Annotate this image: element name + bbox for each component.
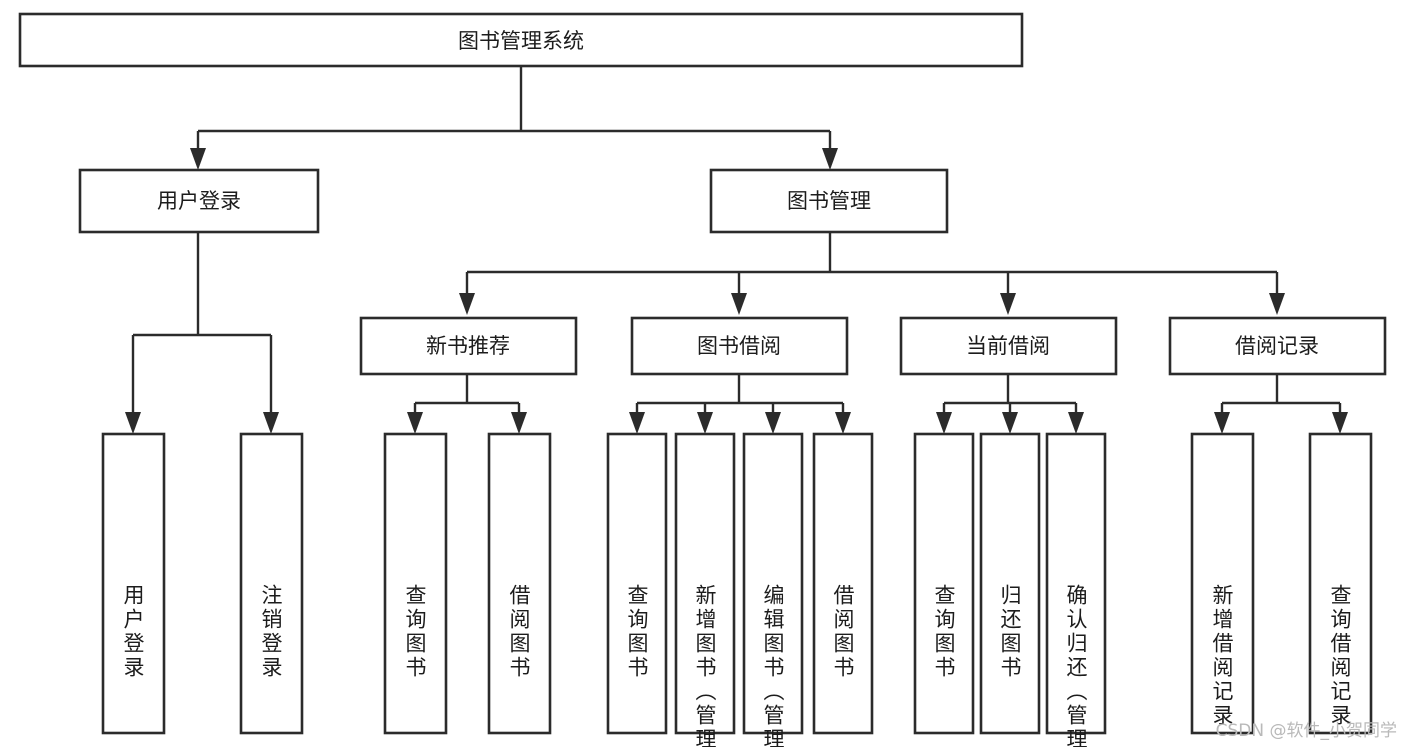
arrow-to-new-book-recommend [459, 293, 475, 315]
arrow-to-leaf-edit-book [765, 412, 781, 434]
node-user-login-label: 用户登录 [157, 189, 241, 213]
arrow-to-user-login [190, 148, 206, 170]
leaf-edit-book[interactable]: 编辑图书（管理员） [742, 432, 804, 747]
node-book-management-box[interactable] [709, 168, 949, 234]
edge-group-root [190, 66, 838, 170]
leaf-edit-book-label: 编辑图书（管理员） [761, 584, 785, 747]
arrow-to-leaf-add-book [697, 412, 713, 434]
leaf-query-book-1-box[interactable] [383, 432, 448, 735]
leaf-confirm-return-label: 确认归还（管理员） [1064, 584, 1088, 747]
leaf-add-book-label: 新增图书（管理员） [693, 584, 717, 747]
edge-group-new-book-recommend [407, 374, 527, 434]
leaf-borrow-book-2-box[interactable] [812, 432, 874, 735]
node-root-label: 图书管理系统 [458, 29, 584, 53]
leaf-add-book-box[interactable] [674, 432, 736, 735]
edge-group-borrow-record [1214, 374, 1348, 434]
arrow-to-leaf-query-book-2 [629, 412, 645, 434]
node-new-book-recommend-label: 新书推荐 [426, 334, 510, 358]
edge-group-user-login [125, 232, 279, 434]
arrow-to-leaf-user-login [125, 412, 141, 434]
arrow-to-leaf-borrow-book-1 [511, 412, 527, 434]
edge-group-book-borrow [629, 374, 851, 434]
node-borrow-record-label: 借阅记录 [1235, 334, 1319, 358]
arrow-to-leaf-query-record [1332, 412, 1348, 434]
node-current-borrow-label: 当前借阅 [966, 334, 1050, 358]
node-user-login[interactable]: 用户登录 [78, 168, 320, 234]
node-book-borrow-label: 图书借阅 [697, 334, 781, 358]
leaf-edit-book-box[interactable] [742, 432, 804, 735]
arrow-to-leaf-query-book-3 [936, 412, 952, 434]
leaf-query-record-label: 查询借阅记录 [1328, 584, 1352, 728]
leaf-query-book-2-box[interactable] [606, 432, 668, 735]
arrow-to-leaf-query-book-1 [407, 412, 423, 434]
node-book-borrow[interactable]: 图书借阅 [630, 316, 849, 376]
leaf-query-book-3-box[interactable] [913, 432, 975, 735]
node-new-book-recommend[interactable]: 新书推荐 [359, 316, 578, 376]
leaf-return-book-box[interactable] [979, 432, 1041, 735]
node-user-login-box[interactable] [78, 168, 320, 234]
arrow-to-book-borrow [731, 293, 747, 315]
leaf-query-book-1[interactable]: 查询图书 [383, 432, 448, 735]
leaf-confirm-return[interactable]: 确认归还（管理员） [1045, 432, 1107, 747]
leaf-return-book[interactable]: 归还图书 [979, 432, 1041, 735]
leaf-query-record[interactable]: 查询借阅记录 [1308, 432, 1373, 735]
node-current-borrow-box[interactable] [899, 316, 1118, 376]
node-borrow-record-box[interactable] [1168, 316, 1387, 376]
leaf-user-logout-label: 注销登录 [259, 584, 283, 680]
arrow-to-leaf-add-record [1214, 412, 1230, 434]
leaf-borrow-book-1-label: 借阅图书 [507, 584, 531, 680]
edge-group-current-borrow [936, 374, 1084, 434]
node-borrow-record[interactable]: 借阅记录 [1168, 316, 1387, 376]
arrow-to-borrow-record [1269, 293, 1285, 315]
leaf-user-login-box[interactable] [101, 432, 166, 735]
leaf-query-book-2[interactable]: 查询图书 [606, 432, 668, 735]
leaf-add-book[interactable]: 新增图书（管理员） [674, 432, 736, 747]
node-book-borrow-box[interactable] [630, 316, 849, 376]
leaf-add-record-box[interactable] [1190, 432, 1255, 735]
leaf-user-logout[interactable]: 注销登录 [239, 432, 304, 735]
leaf-user-login-label: 用户登录 [121, 584, 145, 680]
leaf-query-book-3-label: 查询图书 [932, 584, 956, 680]
node-book-management[interactable]: 图书管理 [709, 168, 949, 234]
arrow-to-leaf-user-logout [263, 412, 279, 434]
leaf-borrow-book-1[interactable]: 借阅图书 [487, 432, 552, 735]
arrow-to-current-borrow [1000, 293, 1016, 315]
leaf-return-book-label: 归还图书 [998, 584, 1022, 680]
leaf-query-book-1-label: 查询图书 [403, 584, 427, 680]
arrow-to-leaf-confirm-return [1068, 412, 1084, 434]
node-root[interactable]: 图书管理系统 [18, 12, 1024, 68]
arrow-to-leaf-return-book [1002, 412, 1018, 434]
node-root-box[interactable] [18, 12, 1024, 68]
node-new-book-recommend-box[interactable] [359, 316, 578, 376]
leaf-borrow-book-2[interactable]: 借阅图书 [812, 432, 874, 735]
leaf-borrow-book-1-box[interactable] [487, 432, 552, 735]
csdn-watermark: CSDN @软件_小贺同学 [1215, 721, 1397, 741]
leaf-add-record[interactable]: 新增借阅记录 [1190, 432, 1255, 735]
leaf-borrow-book-2-label: 借阅图书 [831, 584, 855, 680]
leaf-query-record-box[interactable] [1308, 432, 1373, 735]
leaf-query-book-3[interactable]: 查询图书 [913, 432, 975, 735]
leaf-confirm-return-box[interactable] [1045, 432, 1107, 735]
leaf-user-login[interactable]: 用户登录 [101, 432, 166, 735]
leaf-user-logout-box[interactable] [239, 432, 304, 735]
node-current-borrow[interactable]: 当前借阅 [899, 316, 1118, 376]
leaf-query-book-2-label: 查询图书 [625, 584, 649, 680]
arrow-to-leaf-borrow-book-2 [835, 412, 851, 434]
edge-group-book-management [459, 232, 1285, 315]
node-book-management-label: 图书管理 [787, 189, 871, 213]
arrow-to-book-management [822, 148, 838, 170]
leaf-add-record-label: 新增借阅记录 [1210, 584, 1234, 728]
